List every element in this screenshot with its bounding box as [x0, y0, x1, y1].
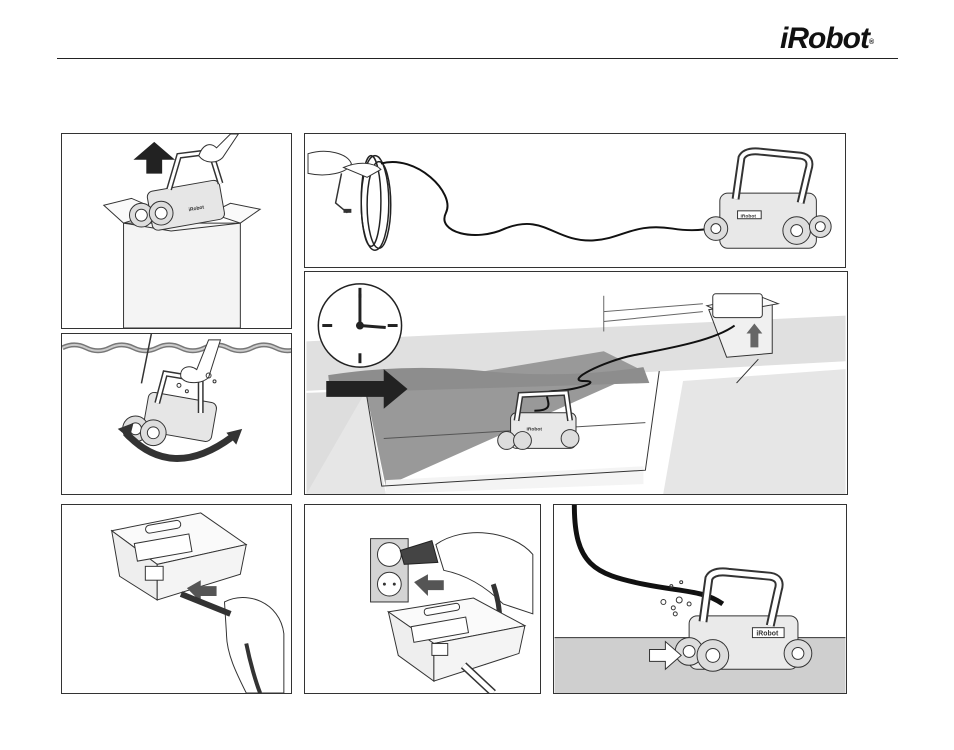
panel-submerge: [61, 333, 292, 495]
panel-pool-timer: iRobot: [304, 271, 848, 495]
panel-uncoil-cable: iRobot: [304, 133, 846, 268]
panel-plug-in: [304, 504, 541, 694]
robot-label: iRobot: [741, 214, 757, 220]
panel-robot-at-floor: iRobot: [553, 504, 847, 694]
clock-icon: [318, 284, 401, 367]
uncoil-cable-illustration: iRobot: [305, 134, 845, 267]
connect-cable-illustration: [62, 505, 291, 693]
irobot-logo: iRobot®: [780, 22, 900, 56]
submerge-illustration: [62, 334, 291, 494]
robot-at-floor-illustration: iRobot: [554, 505, 846, 693]
plug-in-illustration: [305, 505, 540, 693]
unbox-illustration: iRobot: [62, 134, 291, 328]
header-rule: [57, 58, 898, 59]
brand-logo-text: iRobot: [780, 22, 869, 55]
panel-unbox: iRobot: [61, 133, 292, 329]
panel-connect-cable: [61, 504, 292, 694]
left-arrow-icon: [414, 574, 444, 596]
pool-timer-illustration: iRobot: [305, 272, 847, 494]
robot-label: iRobot: [756, 631, 779, 638]
registered-mark: ®: [869, 39, 873, 46]
up-arrow-icon: [133, 142, 175, 174]
robot-label: iRobot: [526, 427, 542, 433]
